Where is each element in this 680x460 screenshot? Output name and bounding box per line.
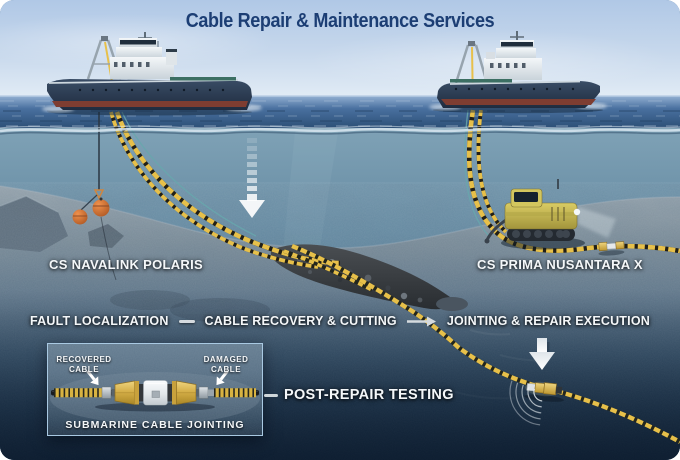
sonar-waves-icon: [509, 380, 543, 426]
inset-caption: SUBMARINE CABLE JOINTING: [65, 419, 245, 431]
right-arrow-icon: [406, 316, 436, 326]
process-step-cable-recovery: CABLE RECOVERY & CUTTING: [204, 314, 397, 328]
damaged-cable-arrow-icon: [216, 369, 229, 386]
recovered-cable-arrow-icon: [86, 369, 99, 386]
inline-joint-icon: [598, 241, 625, 256]
ship-right-illustration: [429, 31, 607, 114]
repaired-joint-icon: [524, 381, 564, 402]
connector-line: [264, 393, 278, 397]
repair-down-arrow-icon: [529, 338, 555, 370]
ship-label-left: CS NAVALINK POLARIS: [49, 257, 204, 272]
subsea-cable-left: [109, 111, 341, 269]
damaged-cable-run: [283, 243, 680, 444]
process-step-fault-localization: FAULT LOCALIZATION: [30, 314, 169, 328]
ship-label-right: CS PRIMA NUSANTARA X: [477, 257, 643, 272]
descend-arrow-icon: [239, 138, 265, 218]
process-step-jointing-repair: JOINTING & REPAIR EXECUTION: [446, 314, 650, 328]
ship-left-illustration: [42, 32, 262, 116]
connector-dash: [178, 319, 195, 323]
cable-joint-illustration: [48, 344, 262, 435]
post-repair-testing-label: POST-REPAIR TESTING: [264, 387, 454, 403]
grapnel-buoys-icon: [72, 112, 117, 281]
process-steps: FAULT LOCALIZATION CABLE RECOVERY & CUTT…: [0, 314, 680, 328]
rov-tractor-icon: [484, 179, 616, 250]
waterline-edge: [0, 125, 680, 135]
page-title: Cable Repair & Maintenance Services: [185, 10, 495, 32]
